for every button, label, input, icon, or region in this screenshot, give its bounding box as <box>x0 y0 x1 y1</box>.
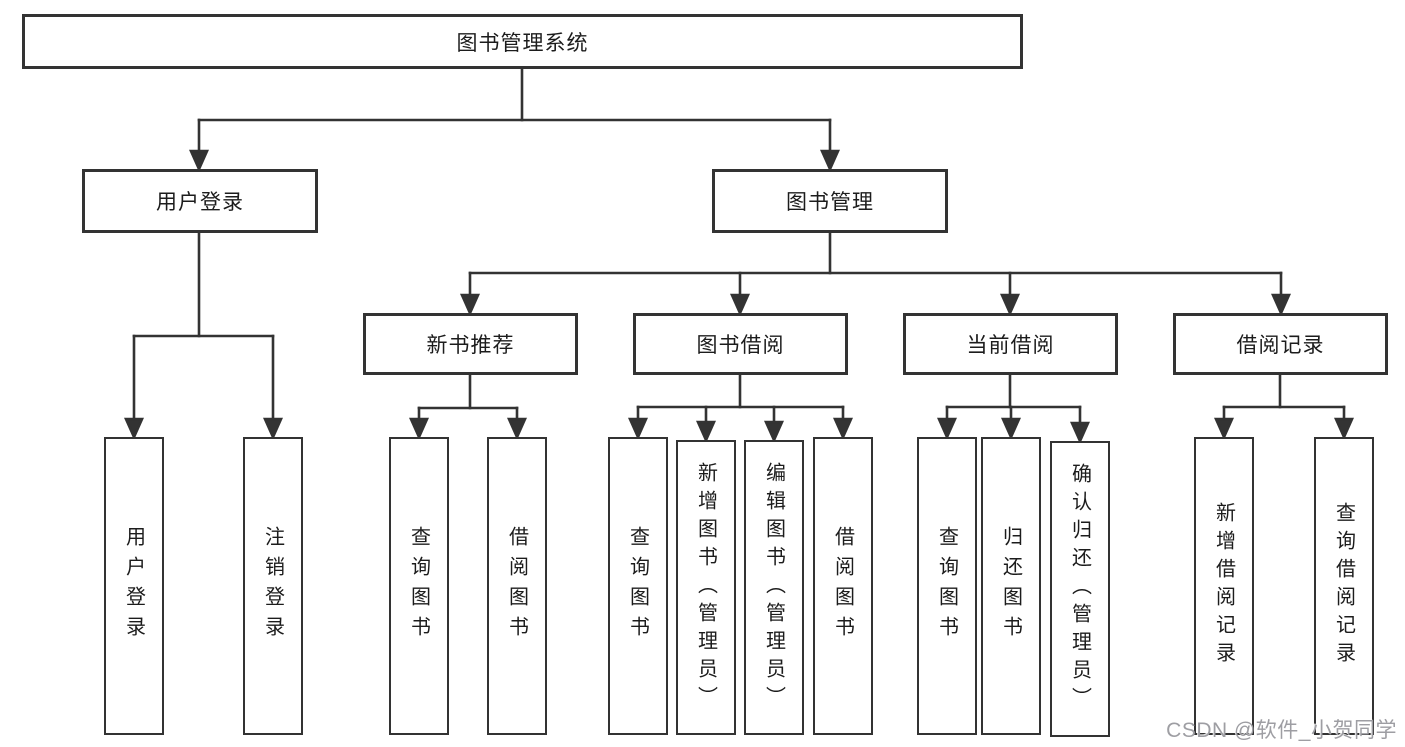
node-root: 图书管理系统 <box>22 14 1023 69</box>
node-book-management: 图书管理 <box>712 169 948 233</box>
leaf-query-books-borrow: 查询图书 <box>608 437 668 735</box>
leaf-query-books-current: 查询图书 <box>917 437 977 735</box>
leaf-borrow-books-recommend: 借阅图书 <box>487 437 547 735</box>
leaf-add-borrow-record: 新增借阅记录 <box>1194 437 1254 735</box>
leaf-edit-book-admin: 编辑图书（管理员） <box>744 440 804 735</box>
leaf-user-login: 用户登录 <box>104 437 164 735</box>
node-user-login: 用户登录 <box>82 169 318 233</box>
node-borrow-records: 借阅记录 <box>1173 313 1388 375</box>
node-current-borrow: 当前借阅 <box>903 313 1118 375</box>
leaf-add-book-admin: 新增图书（管理员） <box>676 440 736 735</box>
leaf-logout: 注销登录 <box>243 437 303 735</box>
node-new-book-recommend: 新书推荐 <box>363 313 578 375</box>
node-book-borrow: 图书借阅 <box>633 313 848 375</box>
leaf-query-books-recommend: 查询图书 <box>389 437 449 735</box>
watermark: CSDN @软件_小贺同学 <box>1166 719 1397 742</box>
leaf-borrow-books-borrow: 借阅图书 <box>813 437 873 735</box>
leaf-return-books: 归还图书 <box>981 437 1041 735</box>
leaf-query-borrow-record: 查询借阅记录 <box>1314 437 1374 735</box>
leaf-confirm-return-admin: 确认归还（管理员） <box>1050 441 1110 737</box>
